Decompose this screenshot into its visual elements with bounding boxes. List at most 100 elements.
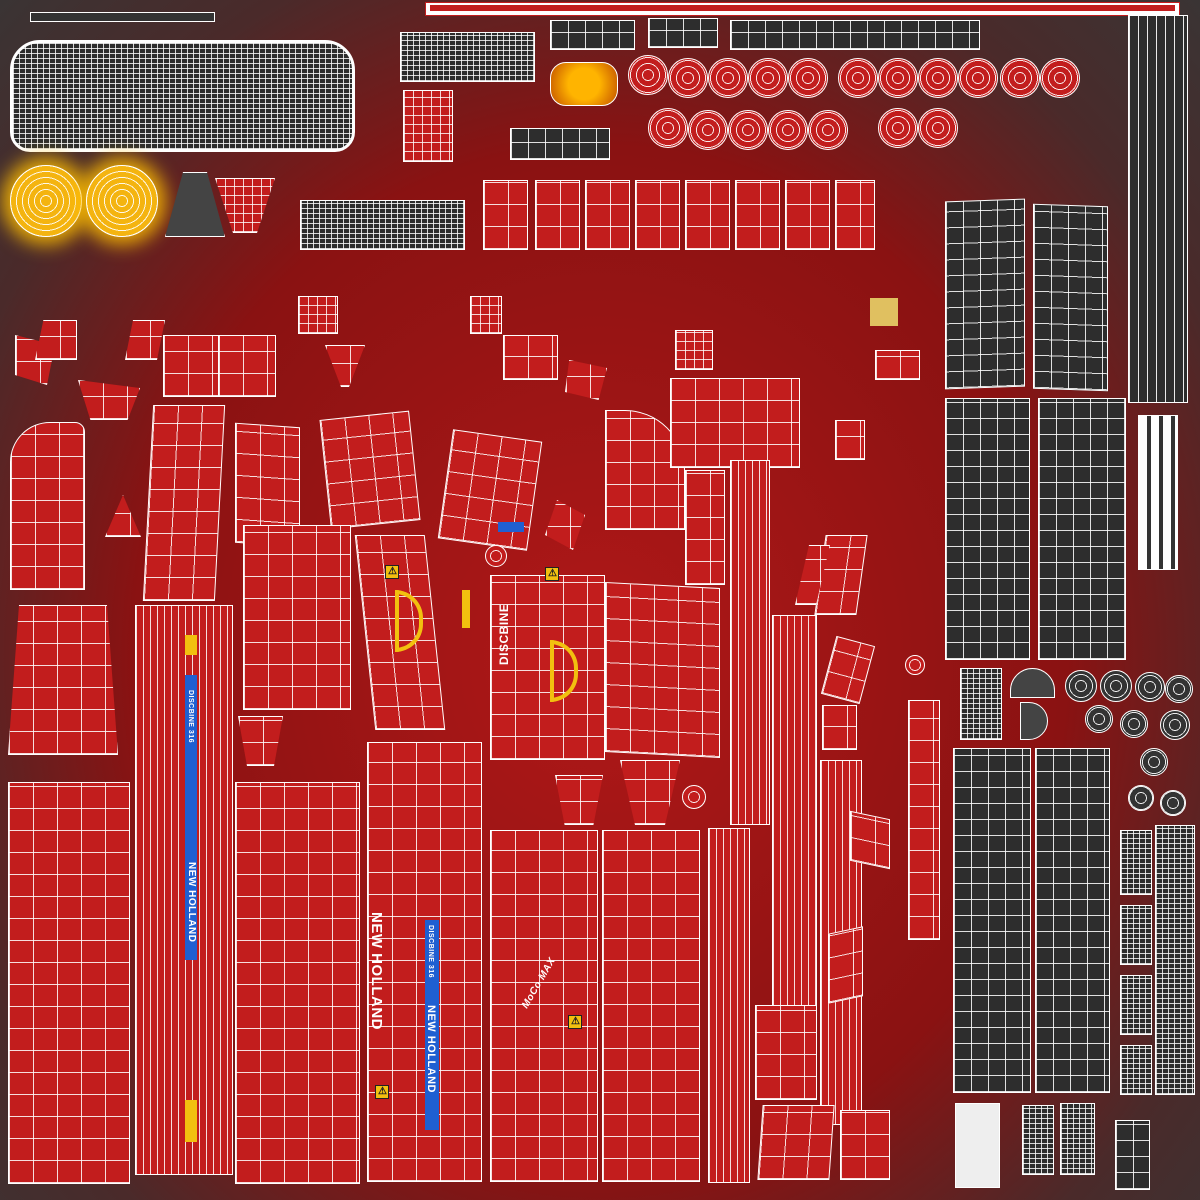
long-strip-1 <box>135 605 233 1175</box>
rotor-disc <box>768 110 808 150</box>
panel-fan-4 <box>565 360 607 400</box>
guard-panel <box>635 180 680 250</box>
small-panel-b2 <box>757 1105 835 1180</box>
panel-mid-2 <box>218 335 276 397</box>
panel-mid-5 <box>298 296 338 334</box>
brand-logo-strip: NEW HOLLAND <box>425 1005 437 1093</box>
panel-left-curved <box>10 422 85 590</box>
yellow-tab-4 <box>870 298 898 326</box>
yellow-light-right <box>86 165 158 237</box>
long-strip-4 <box>908 700 940 940</box>
bearing-disc <box>1160 790 1186 816</box>
panel-wide-2 <box>605 581 720 759</box>
amber-lights-cluster <box>550 62 618 106</box>
bearing-disc <box>1140 748 1168 776</box>
warning-glyph: ⚠ <box>388 566 398 577</box>
dark-panel-right-6 <box>1035 748 1110 1093</box>
warning-sticker: ⚠ <box>568 1015 582 1029</box>
big-panel-5 <box>602 830 700 1182</box>
warning-glyph: ⚠ <box>571 1016 581 1027</box>
rotor-disc <box>668 58 708 98</box>
small-part <box>820 635 876 705</box>
brand-logo-small: NEW HOLLAND <box>186 862 197 943</box>
small-part <box>238 716 283 766</box>
model-logo-small: DISCBINE 316 <box>187 690 194 744</box>
dark-panel-right-5 <box>953 748 1031 1093</box>
small-wheel <box>905 655 925 675</box>
white-bars <box>1138 415 1178 570</box>
rotor-disc <box>788 58 828 98</box>
dark-strip-vertical <box>1128 15 1188 403</box>
guard-panel <box>735 180 780 250</box>
rotor-disc <box>748 58 788 98</box>
small-part <box>545 500 585 550</box>
panel-mid-3 <box>503 335 558 380</box>
rotor-disc <box>628 55 668 95</box>
bearing-disc <box>1165 675 1193 703</box>
guard-panel <box>835 180 875 250</box>
brand-strip-bg <box>425 920 439 1130</box>
rotor-disc <box>728 110 768 150</box>
bearing-disc <box>1120 710 1148 738</box>
small-part <box>822 705 857 750</box>
small-panel-b3 <box>840 1110 890 1180</box>
yellow-tab-3 <box>462 590 470 628</box>
guard-panel <box>585 180 630 250</box>
small-panel-b1 <box>755 1005 817 1100</box>
warning-glyph: ⚠ <box>378 1086 388 1097</box>
mech-part-6 <box>510 128 610 160</box>
small-part <box>35 320 77 360</box>
triangle-lamp-dark <box>165 172 225 237</box>
big-panel-1 <box>8 782 130 1184</box>
model-logo-strip: DISCBINE 316 <box>427 925 434 979</box>
rotor-disc <box>878 108 918 148</box>
panel-wide-5 <box>685 470 725 585</box>
bearing-disc <box>1085 705 1113 733</box>
triangle-lamp-red <box>215 178 275 233</box>
guard-panel <box>685 180 730 250</box>
mech-part-4 <box>648 18 718 48</box>
small-wheel <box>485 545 507 567</box>
small-wheel <box>682 785 706 809</box>
big-panel-4 <box>490 830 598 1182</box>
small-part <box>555 775 603 825</box>
warning-sticker: ⚠ <box>545 567 559 581</box>
yellow-tab-1 <box>185 635 197 655</box>
panel-fan-3 <box>325 345 365 387</box>
brand-logo-large: NEW HOLLAND <box>368 912 385 1030</box>
guard-panel <box>535 180 580 250</box>
panel-mid-6 <box>470 296 502 334</box>
rotor-disc <box>918 58 958 98</box>
small-part <box>620 760 680 825</box>
panel-mid-4 <box>670 378 800 468</box>
dark-small-grid-2 <box>1060 1103 1095 1175</box>
dark-panel-right-2 <box>1033 203 1108 392</box>
dark-small-grid <box>1022 1105 1054 1175</box>
blue-badge <box>498 522 524 532</box>
dark-panel-right-3 <box>945 398 1030 660</box>
curved-segment-dark-3 <box>960 668 1002 740</box>
mech-part-2 <box>400 32 535 82</box>
dark-grid-right-11 <box>1120 1045 1152 1095</box>
rotor-disc <box>958 58 998 98</box>
panel-fan-1 <box>78 380 140 420</box>
warning-glyph: ⚠ <box>548 568 558 579</box>
small-part <box>105 495 141 537</box>
discbine-logo: DISCBINE <box>497 603 511 665</box>
yellow-tab-2 <box>185 1100 197 1142</box>
sticker-white <box>955 1103 1000 1188</box>
dark-grid-right-7 <box>1120 830 1152 895</box>
rotor-disc <box>1000 58 1040 98</box>
small-part <box>875 350 920 380</box>
bearing-disc <box>1128 785 1154 811</box>
panel-slant-4 <box>437 429 543 551</box>
dark-deck-mesh <box>10 40 355 152</box>
rotor-disc <box>708 58 748 98</box>
bearing-disc <box>1065 670 1097 702</box>
dark-grid-right-8 <box>1155 825 1195 1095</box>
rotor-disc <box>878 58 918 98</box>
panel-slant-3 <box>319 410 421 530</box>
yellow-light-left <box>10 165 82 237</box>
rotor-disc <box>648 108 688 148</box>
bearing-disc <box>1135 672 1165 702</box>
